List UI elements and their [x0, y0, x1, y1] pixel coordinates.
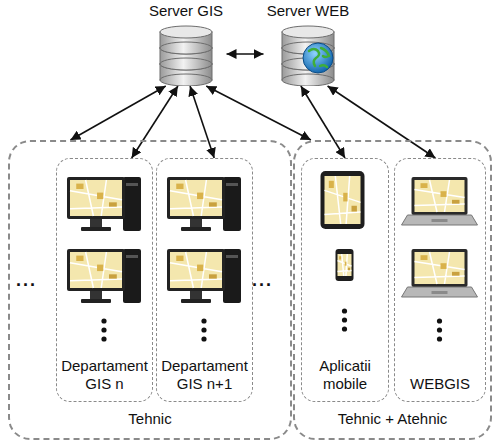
connector-arrow [70, 86, 165, 140]
ellipsis-mark: ... [16, 270, 37, 291]
connector-arrow [301, 86, 345, 158]
server-icon [276, 22, 340, 86]
box-label: Departament GIS n [61, 357, 148, 393]
pc-icons [157, 159, 251, 363]
department-box: WEBGIS [394, 158, 486, 402]
pc-icons [57, 159, 151, 363]
server-label: Server GIS [146, 2, 227, 20]
box-label: Departament GIS n+1 [161, 357, 248, 393]
box-label: WEBGIS [399, 375, 481, 393]
connector-arrow [132, 86, 178, 158]
server-label: Server WEB [264, 2, 353, 20]
laptop-icons [395, 159, 484, 363]
server-node: Server WEB [264, 2, 353, 86]
connector-arrow [190, 86, 214, 158]
mobile-icons [302, 159, 387, 363]
group-region: Tehnic Departament GIS n Departament GIS n… [8, 140, 292, 440]
connector-arrow [227, 53, 264, 55]
department-box: Departament GIS n [56, 158, 153, 402]
group-region: Tehnic + Atehnic Aplicatii mobileWEBGIS [293, 140, 492, 440]
connector-arrow [328, 86, 436, 158]
connector-arrow [206, 86, 311, 140]
server-icon [154, 22, 218, 86]
group-label: Tehnic [14, 410, 286, 428]
department-box: Departament GIS n+1 [156, 158, 253, 402]
server-node: Server GIS [146, 2, 227, 86]
department-box: Aplicatii mobile [301, 158, 389, 402]
ellipsis-mark: ... [252, 270, 273, 291]
box-label: Aplicatii mobile [306, 357, 384, 393]
group-label: Tehnic + Atehnic [299, 410, 486, 428]
